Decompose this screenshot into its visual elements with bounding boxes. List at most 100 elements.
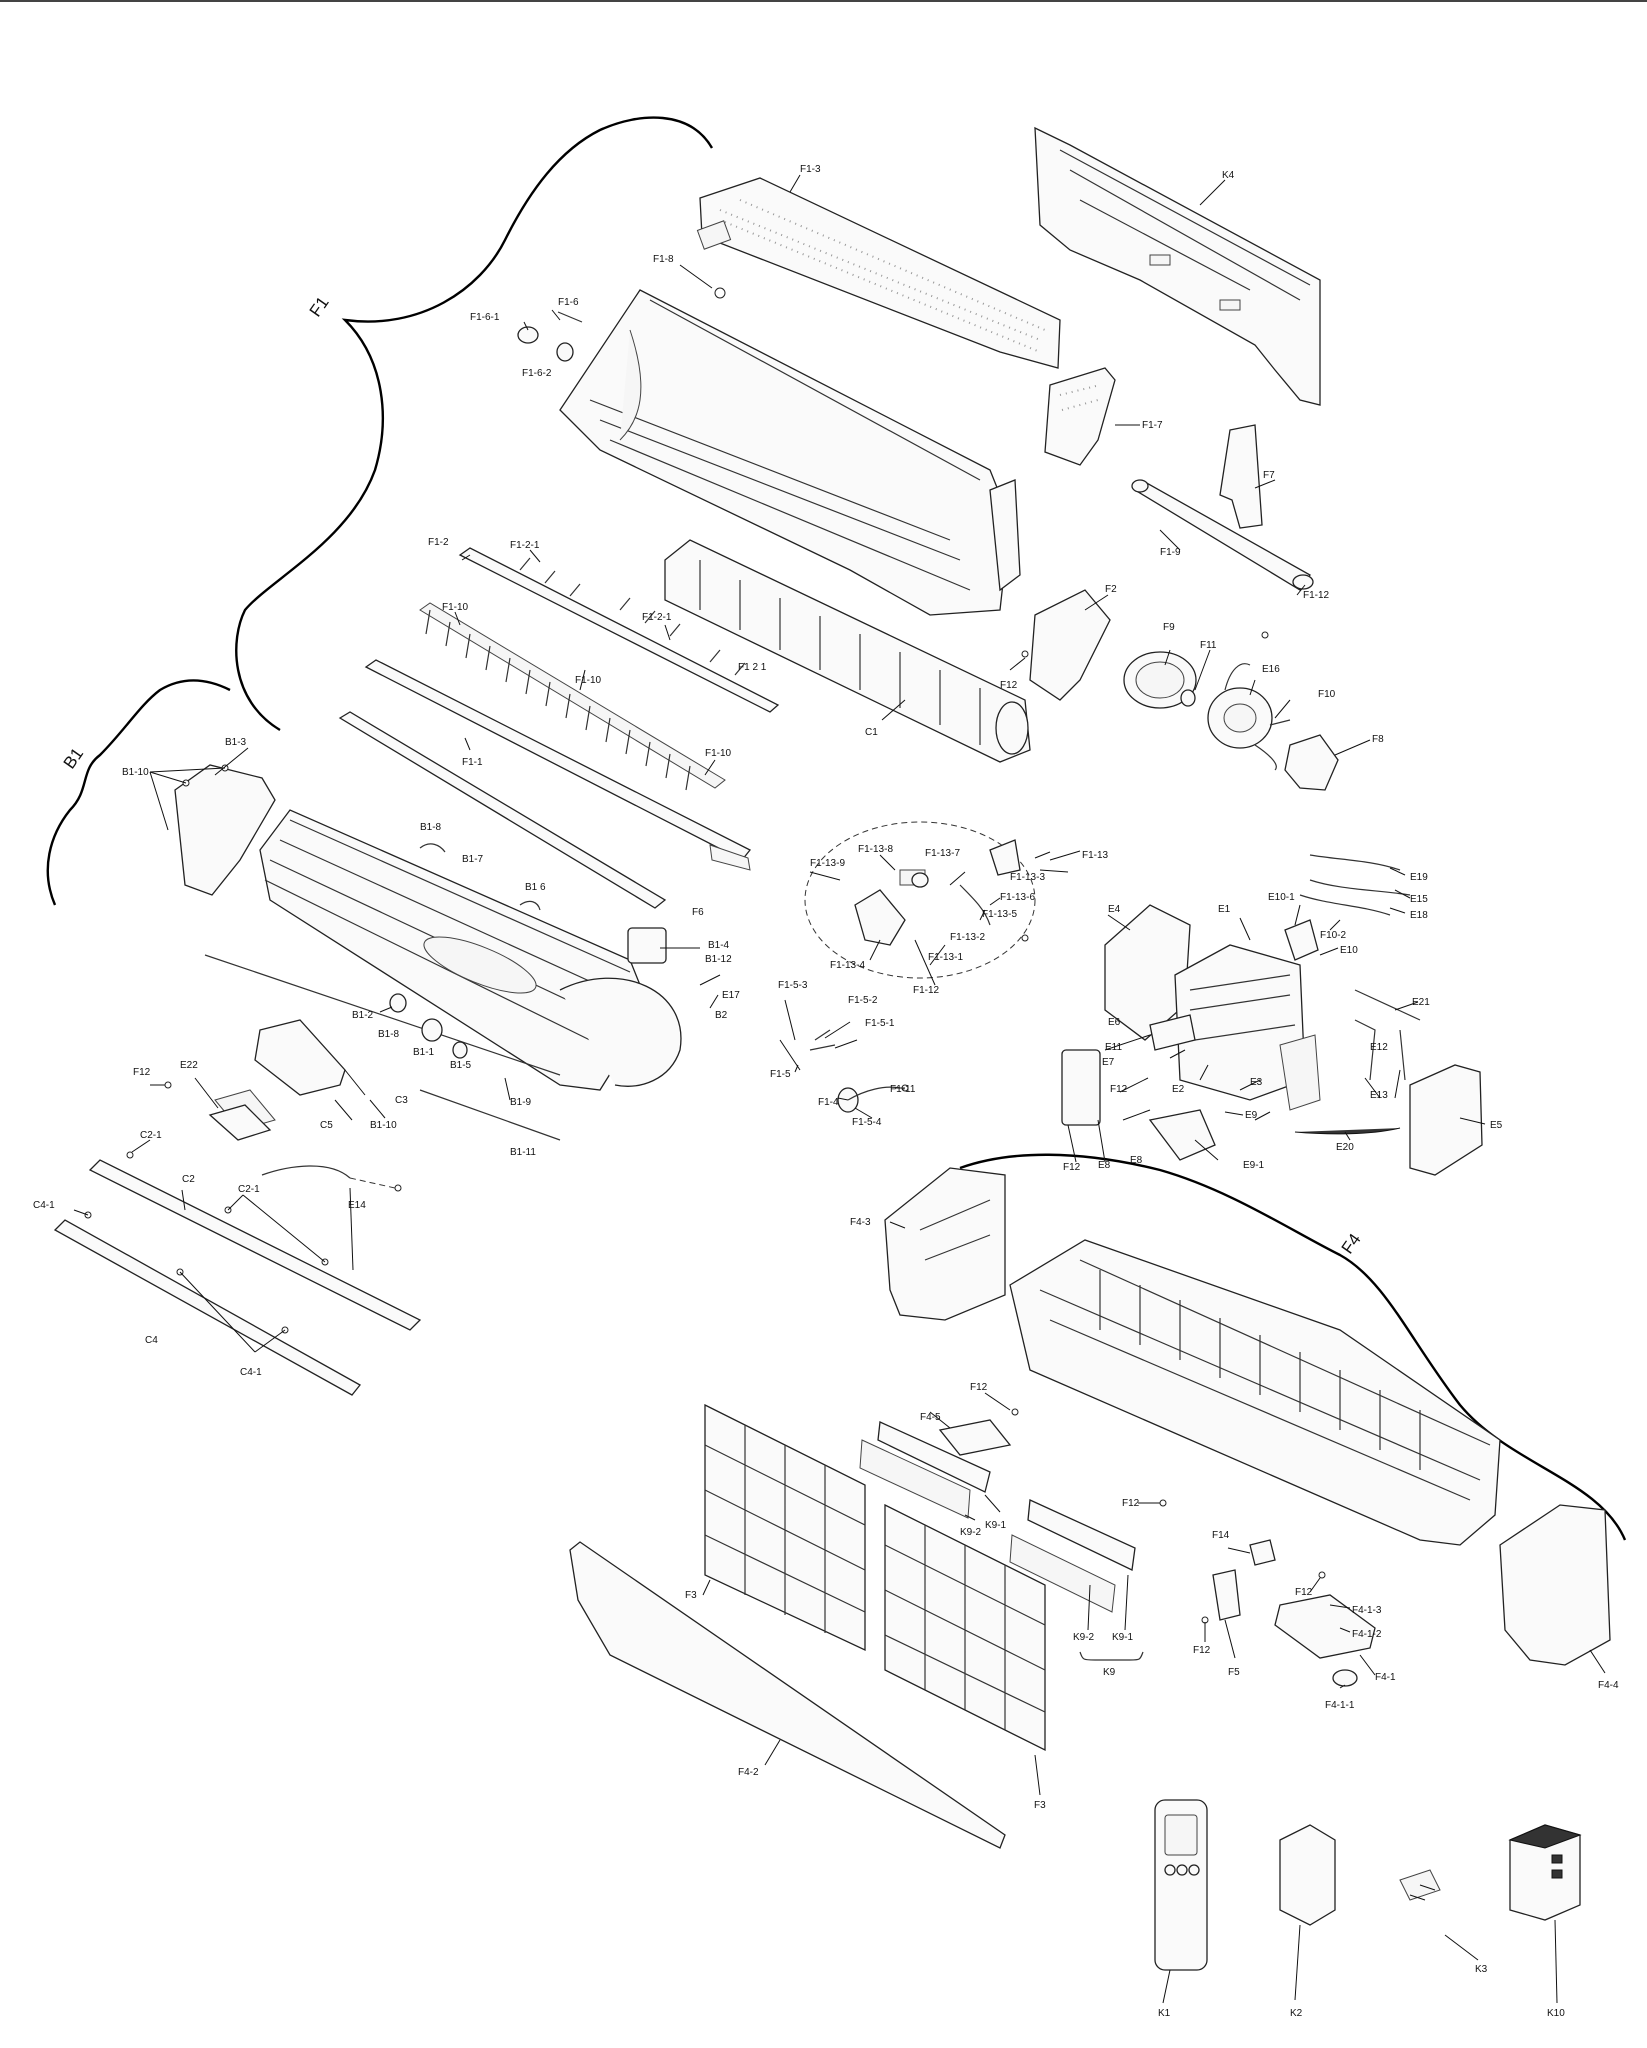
label-f1-13-8: F1-13-8 [858,844,893,855]
label-f1-13-9: F1-13-9 [810,858,845,869]
part-f4-1-1-ring [1332,1669,1358,1687]
group-curve-b1 [46,679,231,906]
label-b1-1: B1-1 [413,1047,435,1058]
screw-f12-g [1318,1571,1326,1579]
label-f4-5: F4-5 [920,1412,941,1423]
label-e14: E14 [348,1200,366,1211]
label-f8: F8 [1372,734,1384,745]
label-b1-5: B1-5 [450,1060,472,1071]
label-f1-11: F1-11 [890,1084,916,1095]
label-f1-12-b: F1-12 [913,985,940,996]
label-f1-5-4: F1-5-4 [852,1117,882,1128]
label-c3: C3 [395,1095,408,1106]
label-f1-13-1: F1-13-1 [928,952,963,963]
label-f5: F5 [1228,1667,1240,1678]
screw-f12-e [1011,1408,1019,1416]
part-b1-2 [389,993,407,1013]
group-curve-f4 [959,1153,1627,1541]
label-f1-13-7: F1-13-7 [925,848,960,859]
part-c2-strip [88,1159,422,1331]
label-b1-6-a: B1 6 [525,882,546,893]
label-f6: F6 [692,907,704,918]
label-k10: K10 [1547,2008,1565,2019]
label-f1-13-4: F1-13-4 [830,960,865,971]
label-f4-1-1: F4-1-1 [1325,1700,1355,1711]
part-e10-terminal [1284,919,1319,961]
label-b1-11: B1-11 [510,1147,536,1158]
label-f4-1: F4-1 [1375,1672,1396,1683]
label-e10: E10 [1340,945,1358,956]
label-b1-8-b: B1-8 [378,1029,400,1040]
label-k4: K4 [1222,170,1235,181]
label-f1-6-2: F1-6-2 [522,368,552,379]
label-b1-9: B1-9 [510,1097,532,1108]
part-f1-7-side-bracket [1044,367,1116,466]
label-f1-10-a: F1-10 [442,602,469,613]
part-f3-air-filter-right [884,1503,1046,1752]
bracket-k9 [1079,1651,1144,1661]
label-f12-h: F12 [1193,1645,1211,1656]
part-k9-1-filter-frame-b [1027,1499,1136,1571]
label-c2-1-a: C2-1 [140,1130,162,1141]
label-k9-2-b: K9-2 [1073,1632,1095,1643]
label-b1-7: B1-7 [462,854,484,865]
part-f3-air-filter-left [704,1403,866,1652]
part-k4-mounting-plate [1034,126,1321,406]
part-f4-main-casing [1009,1239,1501,1546]
label-e9-1: E9-1 [1243,1160,1265,1171]
label-e19: E19 [1410,872,1428,883]
label-f1-13-2: F1-13-2 [950,932,985,943]
part-f1-2-louver-frame [458,547,780,713]
label-f1-13: F1-13 [1082,850,1109,861]
label-e6: E6 [1108,1017,1121,1028]
label-f12-d: F12 [1063,1162,1081,1173]
label-f4-1-2: F4-1-2 [1352,1629,1382,1640]
screw-f1-8 [714,287,726,299]
label-e5: E5 [1490,1120,1503,1131]
label-b2: B2 [715,1010,728,1021]
label-f1-2-1-a: F1-2-1 [510,540,540,551]
label-f1-6-1: F1-6-1 [470,312,500,323]
part-f1-13-swing-motor [854,839,1029,946]
part-e6-terminal-block [1149,1014,1196,1051]
group-label-f4: F4 [1338,1230,1365,1257]
part-f4-3-side-panel [884,1167,1006,1321]
part-f1-9-drain-pipe [1131,479,1314,591]
label-k1: K1 [1158,2008,1171,2019]
label-f4-4: F4-4 [1598,1680,1619,1691]
part-f2-bearing-housing [1029,589,1111,701]
part-f4-2-front-panel [569,1541,1006,1849]
part-b1-11-rod [419,1089,561,1141]
label-c2: C2 [182,1174,195,1185]
label-e11: E11 [1105,1042,1122,1053]
label-e13: E13 [1370,1090,1388,1101]
label-f12-a: F12 [1000,680,1018,691]
label-f4-1-3: F4-1-3 [1352,1605,1382,1616]
label-e8-b: E8 [1130,1155,1143,1166]
part-f1-3-top-grille [696,177,1061,369]
label-b1-10-b: B1-10 [370,1120,397,1131]
label-k9-1-a: K9-1 [985,1520,1007,1531]
part-k2-remote-holder [1279,1824,1336,1926]
label-f1-10-b: F1-10 [575,675,602,686]
label-f4-3: F4-3 [850,1217,871,1228]
leader-lines [73,174,1606,2004]
label-f1-7: F1-7 [1142,420,1163,431]
label-e20: E20 [1336,1142,1354,1153]
part-k3-screws [1399,1869,1441,1901]
part-b1-3-side-cover [174,764,276,896]
label-e4: E4 [1108,904,1121,915]
label-b1-3: B1-3 [225,737,247,748]
part-f4-5-plate [938,1419,1012,1456]
part-c3-display-housing [254,1019,346,1096]
label-e22: E22 [180,1060,198,1071]
label-f9: F9 [1163,622,1175,633]
label-k9-2-a: K9-2 [960,1527,982,1538]
label-f4-2: F4-2 [738,1767,759,1778]
label-f3-b: F3 [1034,1800,1046,1811]
part-e16-fan-motor [1207,631,1273,749]
part-b1-1 [421,1018,443,1042]
part-e12-e13-wiring [1354,1019,1406,1081]
part-c1-cross-flow-fan [664,539,1031,763]
